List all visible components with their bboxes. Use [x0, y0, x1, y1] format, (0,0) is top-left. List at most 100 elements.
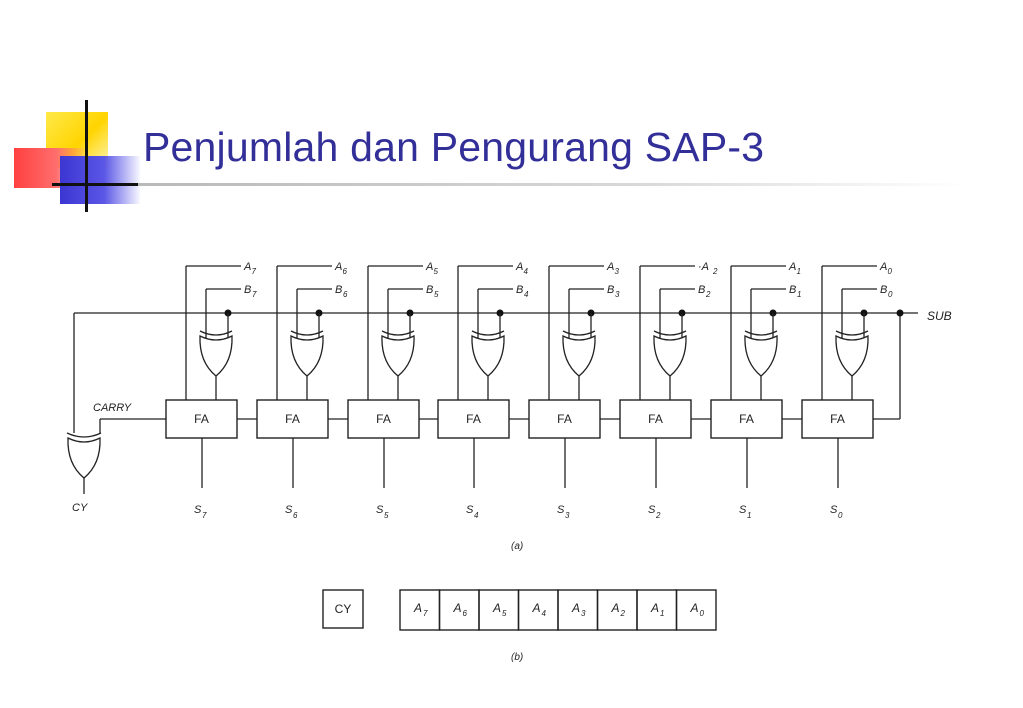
sum-output-label: S	[466, 504, 474, 516]
a-input-subscript: 1	[797, 267, 801, 276]
register-bit-subscript: 6	[463, 609, 468, 618]
b-input-subscript: 2	[705, 290, 711, 299]
a-input-label: A	[425, 261, 433, 273]
xor-gate-curve	[562, 330, 596, 336]
register-bit-subscript: 7	[423, 609, 428, 618]
full-adder-label: FA	[194, 412, 209, 426]
full-adder-label: FA	[466, 412, 481, 426]
sub-label: SUB	[927, 309, 952, 323]
register-bit-label: A	[571, 601, 580, 615]
cy-flag-box	[322, 589, 364, 629]
xor-gate-curve	[381, 330, 415, 336]
sum-output-subscript: 5	[384, 511, 389, 520]
xor-gate-curve	[66, 432, 102, 438]
cy-flag-label: CY	[335, 602, 352, 616]
a-input-label: A	[788, 261, 796, 273]
xor-gate-curve	[471, 330, 505, 336]
b-input-subscript: 3	[615, 290, 620, 299]
b-input-label: B	[880, 284, 887, 296]
xor-gate	[562, 334, 596, 377]
b-input-label: B	[698, 284, 705, 296]
carry-label: CARRY	[93, 402, 132, 414]
sub-junction-dot	[896, 309, 904, 317]
title-underline	[138, 183, 968, 186]
xor-gate	[835, 334, 869, 377]
full-adder-box	[710, 399, 783, 439]
register-bit-label: A	[413, 601, 422, 615]
b-input-subscript: 7	[252, 290, 257, 299]
register-bit-subscript: 1	[660, 609, 664, 618]
cy-output-label: CY	[72, 502, 88, 514]
sum-output-label: S	[557, 504, 565, 516]
xor-gate-curve	[744, 330, 778, 336]
full-adder-label: FA	[830, 412, 845, 426]
xor-gate	[471, 334, 505, 377]
b-input-subscript: 1	[797, 290, 801, 299]
register-bit-label: A	[690, 601, 699, 615]
sum-output-label: S	[648, 504, 656, 516]
sum-output-label: S	[739, 504, 747, 516]
slide-title: Penjumlah dan Pengurang SAP-3	[143, 124, 765, 170]
full-adder-label: FA	[376, 412, 391, 426]
xor-gate	[381, 334, 415, 377]
xor-gate-curve	[835, 330, 869, 336]
register-bit-label: A	[453, 601, 462, 615]
sum-output-subscript: 2	[655, 511, 661, 520]
a-input-subscript: 2	[712, 267, 718, 276]
register-bit-subscript: 0	[700, 609, 705, 618]
sum-output-subscript: 6	[293, 511, 298, 520]
decor-blue-bar	[60, 156, 140, 204]
xor-gate	[744, 334, 778, 377]
b-input-label: B	[789, 284, 796, 296]
sum-output-label: S	[194, 504, 202, 516]
b-input-label: B	[516, 284, 523, 296]
xor-gate	[290, 334, 324, 377]
a-input-label: A	[515, 261, 523, 273]
b-input-subscript: 5	[434, 290, 439, 299]
full-adder-label: FA	[739, 412, 754, 426]
cy-xor-gate	[67, 436, 101, 479]
b-input-label: B	[244, 284, 251, 296]
b-input-label: B	[607, 284, 614, 296]
xor-gate	[653, 334, 687, 377]
register-bit-label: A	[532, 601, 541, 615]
register-bit-subscript: 5	[502, 609, 507, 618]
caption-a: (a)	[511, 541, 523, 552]
sum-output-subscript: 1	[747, 511, 751, 520]
a-input-label: A	[243, 261, 251, 273]
register-bit-label: A	[611, 601, 620, 615]
full-adder-label: FA	[648, 412, 663, 426]
a-input-subscript: 0	[888, 267, 893, 276]
register-bit-cell	[675, 589, 717, 631]
a-input-label: A	[334, 261, 342, 273]
a-input-label: A	[606, 261, 614, 273]
decor-horizontal-line	[52, 183, 138, 186]
xor-gate-curve	[290, 330, 324, 336]
xor-gate-curve	[199, 330, 233, 336]
full-adder-label: FA	[285, 412, 300, 426]
register-bit-subscript: 3	[581, 609, 586, 618]
b-input-label: B	[426, 284, 433, 296]
register-bit-subscript: 4	[542, 609, 547, 618]
a-input-label: A	[879, 261, 887, 273]
register-bit-label: A	[650, 601, 659, 615]
register-bit-label: A	[492, 601, 501, 615]
full-adder-label: FA	[557, 412, 572, 426]
a-input-subscript: 7	[252, 267, 257, 276]
a-input-subscript: 5	[434, 267, 439, 276]
caption-b: (b)	[511, 652, 523, 663]
xor-gate	[199, 334, 233, 377]
sum-output-subscript: 4	[474, 511, 479, 520]
b-input-subscript: 0	[888, 290, 893, 299]
register-bit-subscript: 2	[620, 609, 626, 618]
decor-vertical-line	[85, 100, 88, 212]
b-input-subscript: 4	[524, 290, 529, 299]
sum-output-subscript: 3	[565, 511, 570, 520]
b-input-subscript: 6	[343, 290, 348, 299]
a-input-label: ·A	[698, 261, 709, 273]
sum-output-subscript: 7	[202, 511, 207, 520]
a-input-subscript: 4	[524, 267, 529, 276]
